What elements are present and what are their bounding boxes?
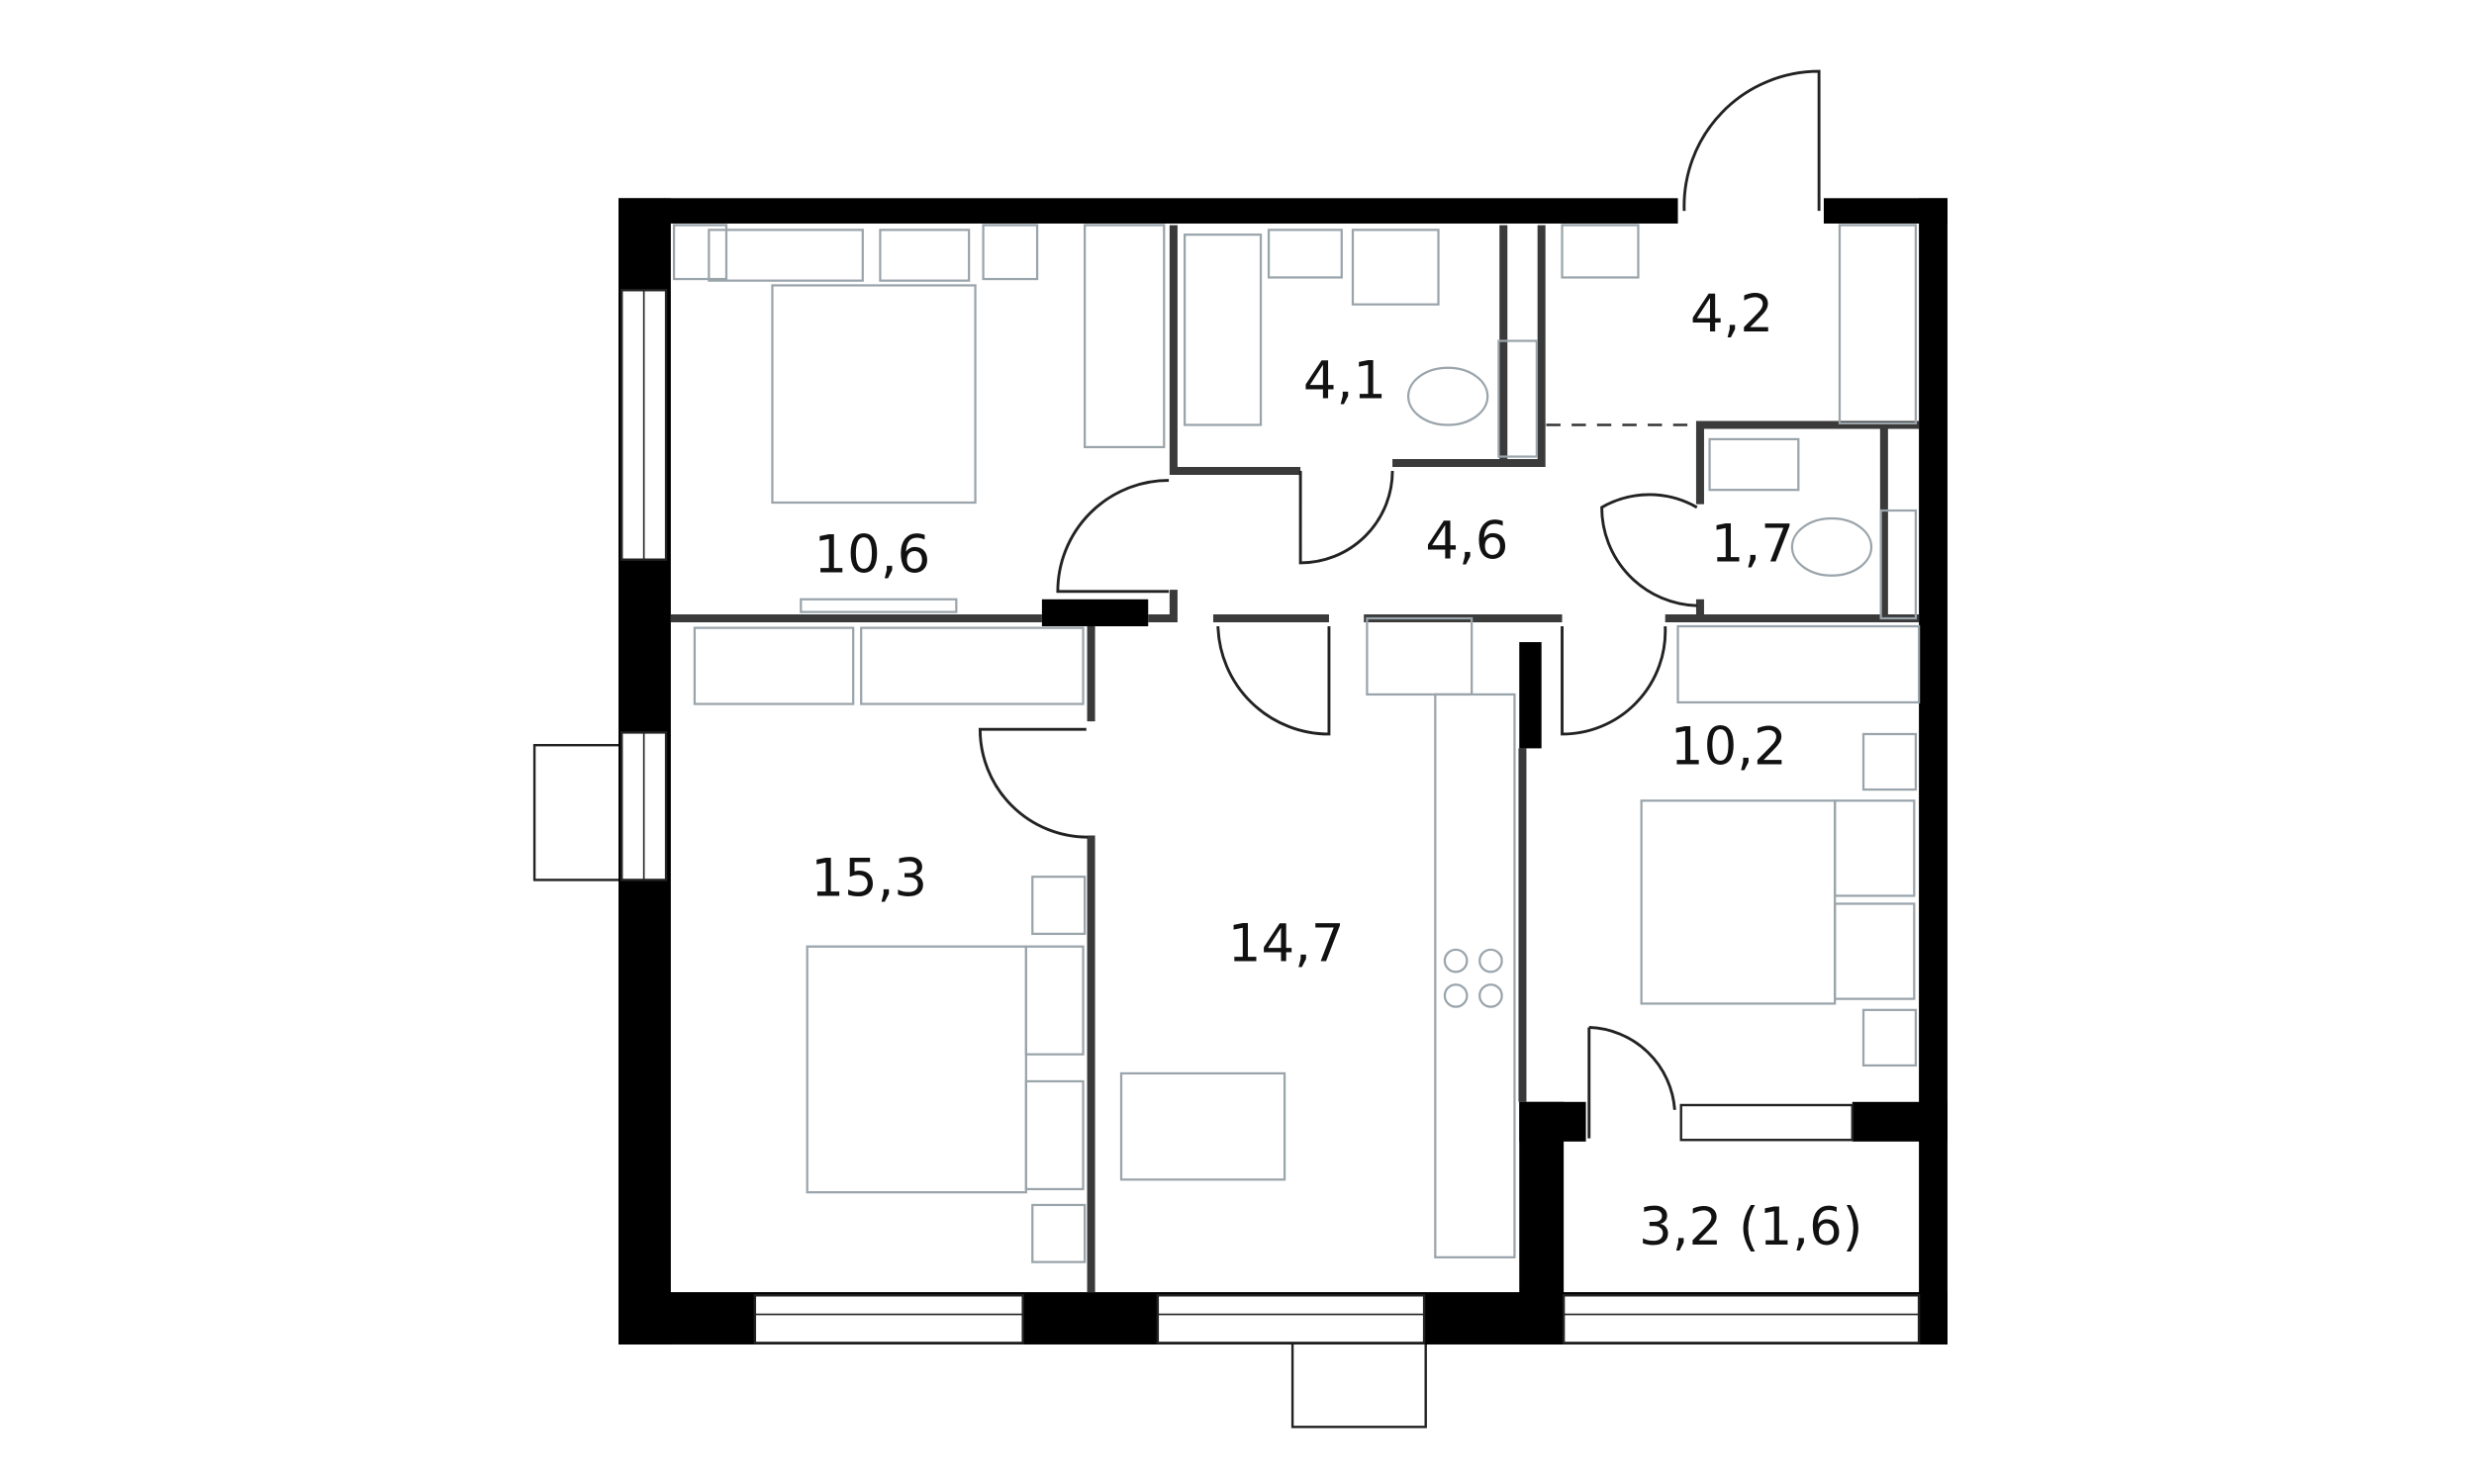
room-area-toilet: 1,7 — [1711, 514, 1794, 575]
room-area-kitchen-living: 14,7 — [1228, 913, 1345, 974]
room-area-bedroom-2: 15,3 — [810, 849, 927, 909]
bottom-projection — [1290, 1340, 1427, 1429]
room-area-balcony: 3,2 (1,6) — [1639, 1197, 1862, 1257]
doors — [978, 69, 1821, 1139]
left-projection — [532, 744, 623, 881]
room-area-bedroom-1: 10,6 — [814, 525, 931, 586]
furniture — [672, 224, 1921, 1263]
windows — [620, 289, 1921, 1345]
room-area-hallway: 4,6 — [1425, 510, 1508, 571]
room-labels: 10,6 4,1 4,2 4,6 1,7 15,3 14,7 10,2 3,2 … — [810, 284, 1862, 1257]
room-area-bedroom-3: 10,2 — [1670, 717, 1787, 778]
room-area-bathroom: 4,1 — [1303, 350, 1386, 411]
room-area-wardrobe: 4,2 — [1690, 284, 1773, 344]
